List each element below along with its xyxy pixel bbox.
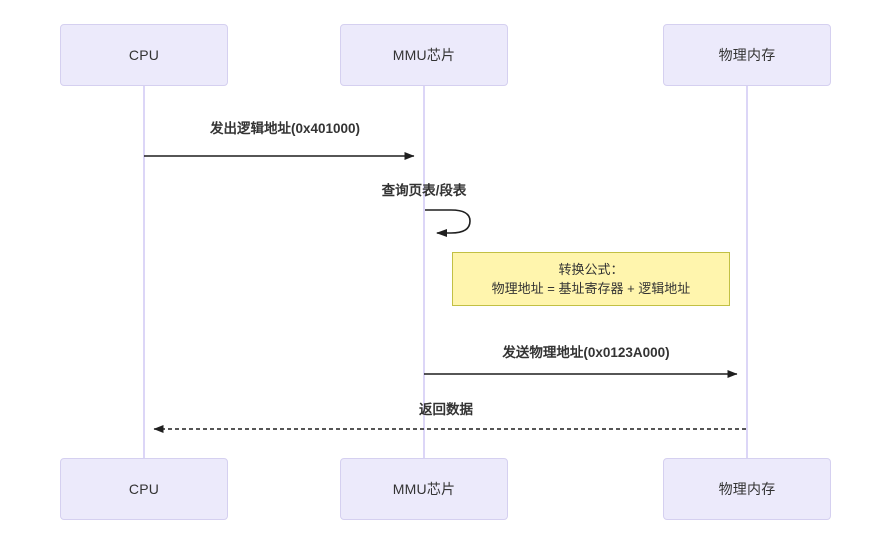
actor-label-mmu-bottom: MMU芯片 bbox=[392, 481, 456, 497]
lifeline-cpu bbox=[143, 86, 145, 458]
actor-box-mmu-bottom[interactable]: MMU芯片 bbox=[340, 458, 508, 520]
actor-label-cpu-bottom: CPU bbox=[128, 481, 160, 497]
actor-box-cpu-top[interactable]: CPU bbox=[60, 24, 228, 86]
actor-box-mem-bottom[interactable]: 物理内存 bbox=[663, 458, 831, 520]
note-line-title: 转换公式： bbox=[558, 262, 624, 277]
message-label-physical-address: 发送物理地址(0x0123A000) bbox=[502, 345, 670, 360]
arrow-query-page-table bbox=[425, 209, 471, 237]
actor-box-mmu-top[interactable]: MMU芯片 bbox=[340, 24, 508, 86]
message-label-return-data: 返回数据 bbox=[419, 402, 473, 417]
lifeline-mmu bbox=[423, 86, 425, 458]
actor-label-cpu-top: CPU bbox=[128, 47, 160, 63]
message-label-query-page-table: 查询页表/段表 bbox=[381, 183, 467, 198]
actor-box-mem-top[interactable]: 物理内存 bbox=[663, 24, 831, 86]
note-line-formula: 物理地址 = 基址寄存器 + 逻辑地址 bbox=[491, 281, 691, 296]
actor-label-mmu-top: MMU芯片 bbox=[392, 47, 456, 63]
note-conversion-formula: 转换公式： 物理地址 = 基址寄存器 + 逻辑地址 bbox=[452, 252, 730, 306]
actor-label-mem-top: 物理内存 bbox=[718, 47, 776, 63]
lifeline-mem bbox=[746, 86, 748, 458]
actor-label-mem-bottom: 物理内存 bbox=[718, 481, 776, 497]
actor-box-cpu-bottom[interactable]: CPU bbox=[60, 458, 228, 520]
message-label-logical-address: 发出逻辑地址(0x401000) bbox=[209, 121, 361, 136]
